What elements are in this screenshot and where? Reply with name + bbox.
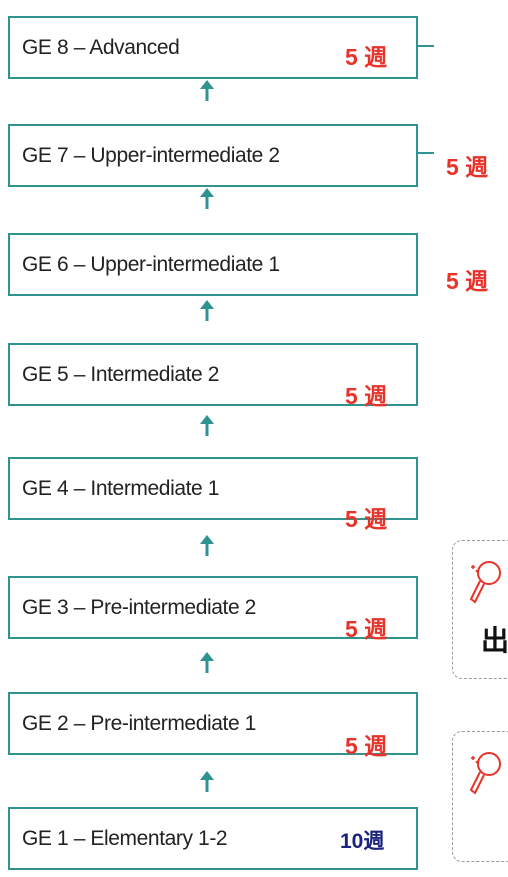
up-arrow-icon (200, 80, 214, 101)
level-box-ge2: GE 2 – Pre-intermediate 1 (8, 692, 418, 755)
level-name: GE 2 – Pre-intermediate 1 (22, 711, 256, 735)
level-name: GE 5 – Intermediate 2 (22, 362, 220, 386)
weeks-label: 5 週 (345, 383, 388, 409)
up-arrow-icon (200, 415, 214, 436)
weeks-label: 5 週 (345, 44, 388, 70)
level-box-ge6: GE 6 – Upper-intermediate 1 (8, 233, 418, 296)
side-card: 出 (452, 540, 508, 679)
up-arrow-icon (200, 300, 214, 321)
side-card (452, 731, 508, 862)
level-name: GE 6 – Upper-intermediate 1 (22, 252, 280, 276)
level-name: GE 7 – Upper-intermediate 2 (22, 143, 280, 167)
level-box-ge7: GE 7 – Upper-intermediate 2 (8, 124, 418, 187)
level-box-ge3: GE 3 – Pre-intermediate 2 (8, 576, 418, 639)
level-box-ge4: GE 4 – Intermediate 1 (8, 457, 418, 520)
level-box-ge5: GE 5 – Intermediate 2 (8, 343, 418, 406)
up-arrow-icon (200, 771, 214, 792)
weeks-label: 5 週 (446, 154, 489, 180)
up-arrow-icon (200, 652, 214, 673)
level-name: GE 4 – Intermediate 1 (22, 476, 220, 500)
weeks-label: 5 週 (446, 268, 489, 294)
card-text: 出 (481, 625, 508, 656)
up-arrow-icon (200, 188, 214, 209)
up-arrow-icon (200, 535, 214, 556)
level-box-ge1: GE 1 – Elementary 1-2 (8, 807, 418, 870)
magnifier-icon (469, 561, 501, 604)
level-box-ge8: GE 8 – Advanced (8, 16, 418, 79)
weeks-label: 5 週 (345, 616, 388, 642)
weeks-label: 5 週 (345, 733, 388, 759)
magnifier-icon (469, 752, 501, 795)
weeks-label: 5 週 (345, 506, 388, 532)
level-name: GE 8 – Advanced (22, 35, 180, 59)
level-name: GE 1 – Elementary 1-2 (22, 826, 228, 850)
bracket-line (418, 45, 434, 47)
bracket-line (418, 152, 434, 154)
weeks-label: 10週 (340, 830, 385, 853)
level-name: GE 3 – Pre-intermediate 2 (22, 595, 256, 619)
